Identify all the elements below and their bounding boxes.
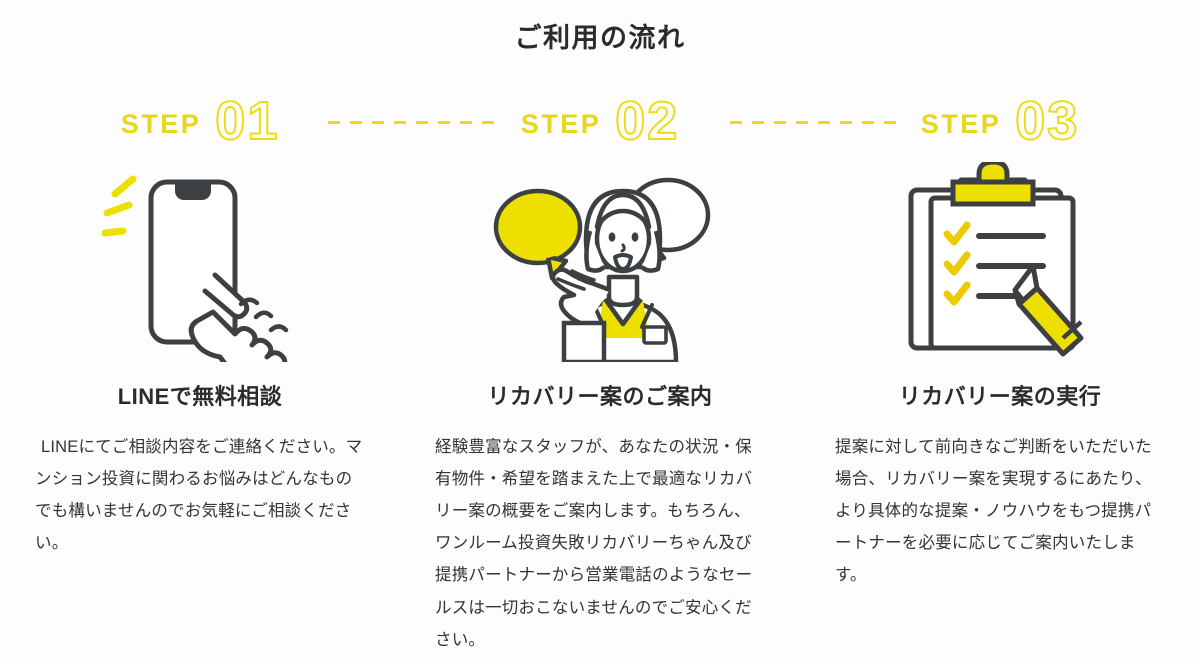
step-badge-03: STEP 03: [800, 91, 1200, 152]
step-badge-01: STEP 01: [0, 91, 400, 152]
step-column-03: リカバリー案の実行 提案に対して前向きなご判断をいただいた場合、リカバリー案を実…: [800, 162, 1200, 656]
step-number-03: 03: [1014, 91, 1080, 152]
step-number-01: 01: [214, 91, 280, 152]
page-title: ご利用の流れ: [514, 23, 686, 53]
step-illustration-01: [93, 162, 308, 363]
dashed-connector-1-2-icon: [328, 121, 498, 125]
staff-speech-bubbles-icon: [493, 178, 710, 363]
step-illustration-02: [478, 162, 723, 363]
step-title-02: リカバリー案のご案内: [487, 384, 713, 410]
step-body-01: LINEにてご相談内容をご連絡ください。マンション投資に関わるお悩みはどんなもの…: [35, 437, 363, 553]
pencil-icon: [1012, 263, 1084, 357]
step-label-03: STEP: [920, 108, 1002, 139]
smartphone-tap-icon: [101, 175, 288, 363]
clipboard-checklist-pencil-icon: [908, 162, 1084, 357]
step-number-02: 02: [614, 91, 680, 152]
step-body-03: 提案に対して前向きなご判断をいただいた場合、リカバリー案を実現するにあたり、より…: [835, 437, 1152, 585]
dashed-connector-2-3-icon: [730, 121, 900, 125]
steps-columns: LINEで無料相談 LINEにてご相談内容をご連絡ください。マンション投資に関わ…: [0, 162, 1200, 656]
step-column-01: LINEで無料相談 LINEにてご相談内容をご連絡ください。マンション投資に関わ…: [0, 162, 400, 656]
step-title-03: リカバリー案の実行: [898, 384, 1102, 410]
step-illustration-03: [895, 162, 1105, 362]
step-column-02: リカバリー案のご案内 経験豊富なスタッフが、あなたの状況・保有物件・希望を踏まえ…: [400, 162, 800, 656]
step-badge-row: STEP 01 STEP 02 STEP 03: [0, 90, 1200, 152]
step-title-01: LINEで無料相談: [117, 384, 283, 410]
step-label-02: STEP: [520, 108, 602, 139]
step-body-02: 経験豊富なスタッフが、あなたの状況・保有物件・希望を踏まえた上で最適なリカバリー…: [435, 437, 753, 649]
step-label-01: STEP: [120, 108, 202, 139]
yellow-speech-bubble: [493, 189, 582, 281]
step-badge-02: STEP 02: [400, 91, 800, 152]
